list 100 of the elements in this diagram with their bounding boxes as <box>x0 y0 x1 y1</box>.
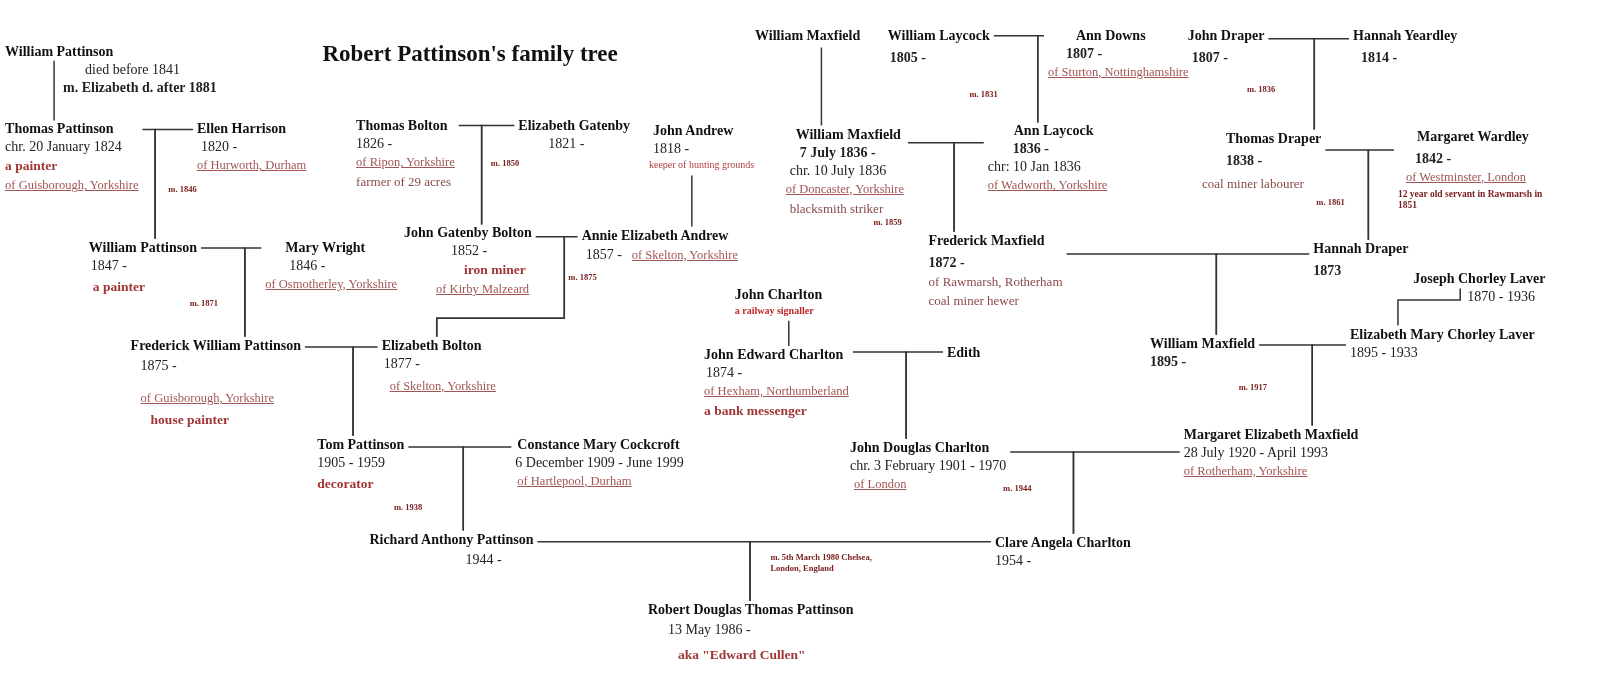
note-text: farmer of 29 acres <box>356 173 453 192</box>
marriage-note: m. 1875 <box>568 272 597 284</box>
family-line <box>462 446 513 532</box>
family-line <box>244 247 263 338</box>
family-line <box>788 319 790 347</box>
place-text: of Kirby Malzeard <box>436 281 531 299</box>
family-line <box>749 541 992 602</box>
date-text: 1895 - 1933 <box>1350 343 1419 362</box>
occupation-text: a painter <box>5 157 59 176</box>
person-name: Margaret Wardley <box>1416 127 1530 146</box>
place-text: of Skelton, Yorkshire <box>631 246 739 264</box>
place-text: of Westminster, London <box>1405 168 1528 186</box>
date-text: 1954 - <box>994 551 1033 570</box>
note-text: 12 year old servant in Rawmarsh in 1851 <box>1397 188 1544 211</box>
date-text: 1874 - <box>706 363 744 382</box>
date-text: 1857 - <box>585 245 622 264</box>
person-name: William Laycock <box>887 26 990 45</box>
person-name: Elizabeth Bolton <box>381 336 483 355</box>
place-text: of Sturton, Nottinghamshire <box>1047 63 1189 81</box>
marriage-note: m. 1831 <box>969 88 998 100</box>
date-text: chr. 3 February 1901 - 1970 <box>850 456 1007 475</box>
family-line <box>1215 253 1310 336</box>
date-text: 1805 - <box>889 48 927 67</box>
date-text: 1895 - <box>1150 352 1188 371</box>
person-name: Elizabeth Gatenby <box>518 117 630 136</box>
date-text: 1814 - <box>1361 48 1399 67</box>
date-text: chr. 20 January 1824 <box>5 138 123 157</box>
occupation-text: a bank messenger <box>704 401 808 420</box>
family-line <box>154 128 194 240</box>
date-text: 1905 - 1959 <box>317 453 386 472</box>
marriage-note: m. 1861 <box>1316 196 1345 208</box>
family-line <box>352 346 379 437</box>
date-text: 1944 - <box>465 550 503 569</box>
marriage-note: m. 1871 <box>189 297 219 309</box>
date-text: 1872 - <box>928 253 966 272</box>
place-text: of Skelton, Yorkshire <box>389 377 496 395</box>
person-name: Clare Angela Charlton <box>994 533 1131 552</box>
place-text: of Hexham, Northumberland <box>704 382 849 400</box>
person-name: Thomas Bolton <box>356 117 449 136</box>
date-text: chr: 10 Jan 1836 <box>987 158 1082 177</box>
family-line <box>1313 38 1350 131</box>
place-text: of Doncaster, Yorkshire <box>785 180 904 198</box>
date-text: 7 July 1836 - <box>799 143 877 162</box>
place-text: of Hurworth, Durham <box>196 157 307 175</box>
occupation-text: decorator <box>317 474 375 493</box>
family-line <box>480 124 516 226</box>
place-text: of Ripon, Yorkshire <box>356 154 455 172</box>
marriage-note: m. 1846 <box>168 183 197 195</box>
person-name: William Maxfield <box>795 125 902 144</box>
date-text: 1838 - <box>1226 151 1264 170</box>
family-line <box>1367 149 1395 241</box>
date-text: 13 May 1986 - <box>667 621 752 639</box>
place-text: of Wadworth, Yorkshire <box>987 177 1108 195</box>
person-name: John Gatenby Bolton <box>404 224 532 243</box>
date-text: 1826 - <box>356 135 394 154</box>
marriage-note: m. 1850 <box>490 158 520 170</box>
person-name: William Pattinson <box>88 238 198 257</box>
note-text: coal miner labourer <box>1202 174 1305 193</box>
date-text: 28 July 1920 - April 1993 <box>1183 443 1329 462</box>
person-name: Hannah Yeardley <box>1353 26 1458 45</box>
place-text: of Guisborough, Yorkshire <box>140 389 275 407</box>
person-name: John Douglas Charlton <box>850 438 991 457</box>
person-name: Edith <box>946 343 981 362</box>
date-text: 1818 - <box>652 140 691 159</box>
marriage-note: m. 5th March 1980 Chelsea, London, England <box>770 552 873 575</box>
date-text: 1875 - <box>140 356 178 375</box>
date-text: 1807 - <box>1065 44 1104 63</box>
person-name: Annie Elizabeth Andrew <box>581 226 730 245</box>
occupation-text: a railway signaller <box>734 303 815 318</box>
person-name: William Maxfield <box>755 26 861 45</box>
place-text: of Hartlepool, Durham <box>517 472 633 490</box>
marriage-note: m. 1944 <box>1003 482 1032 494</box>
marriage-note: m. 1836 <box>1246 83 1276 95</box>
person-name: William Pattinson <box>5 42 115 61</box>
person-name: John Edward Charlton <box>704 345 845 364</box>
person-name: Joseph Chorley Laver <box>1413 270 1546 289</box>
person-name: John Draper <box>1187 26 1265 45</box>
date-text: 1842 - <box>1414 149 1453 168</box>
marriage-note: m. 1859 <box>873 217 902 229</box>
occupation-text: aka "Edward Cullen" <box>677 646 807 664</box>
place-text: of Osmotherley, Yorkshire <box>265 275 398 293</box>
note-text: coal miner hewer <box>928 291 1020 310</box>
occupation-text: house painter <box>150 410 230 429</box>
family-line <box>1072 451 1181 535</box>
family-line <box>1311 344 1347 427</box>
date-text: 1877 - <box>383 354 421 373</box>
date-text: chr. 10 July 1836 <box>789 161 888 180</box>
marriage-note: m. 1917 <box>1238 381 1268 393</box>
family-line <box>905 351 944 440</box>
person-name: Frederick Maxfield <box>928 231 1046 250</box>
person-name: Ellen Harrison <box>196 120 287 139</box>
place-text: of Guisborough, Yorkshire <box>5 177 139 195</box>
person-name: Tom Pattinson <box>317 435 405 454</box>
person-name: Richard Anthony Pattinson <box>369 530 534 549</box>
date-text: 1836 - <box>1012 140 1050 159</box>
date-text: 1807 - <box>1191 48 1229 67</box>
date-text: 1846 - <box>289 256 327 275</box>
person-name: Frederick William Pattinson <box>130 336 301 355</box>
date-text: 6 December 1909 - June 1999 <box>515 453 684 472</box>
date-text: 1821 - <box>548 135 586 154</box>
